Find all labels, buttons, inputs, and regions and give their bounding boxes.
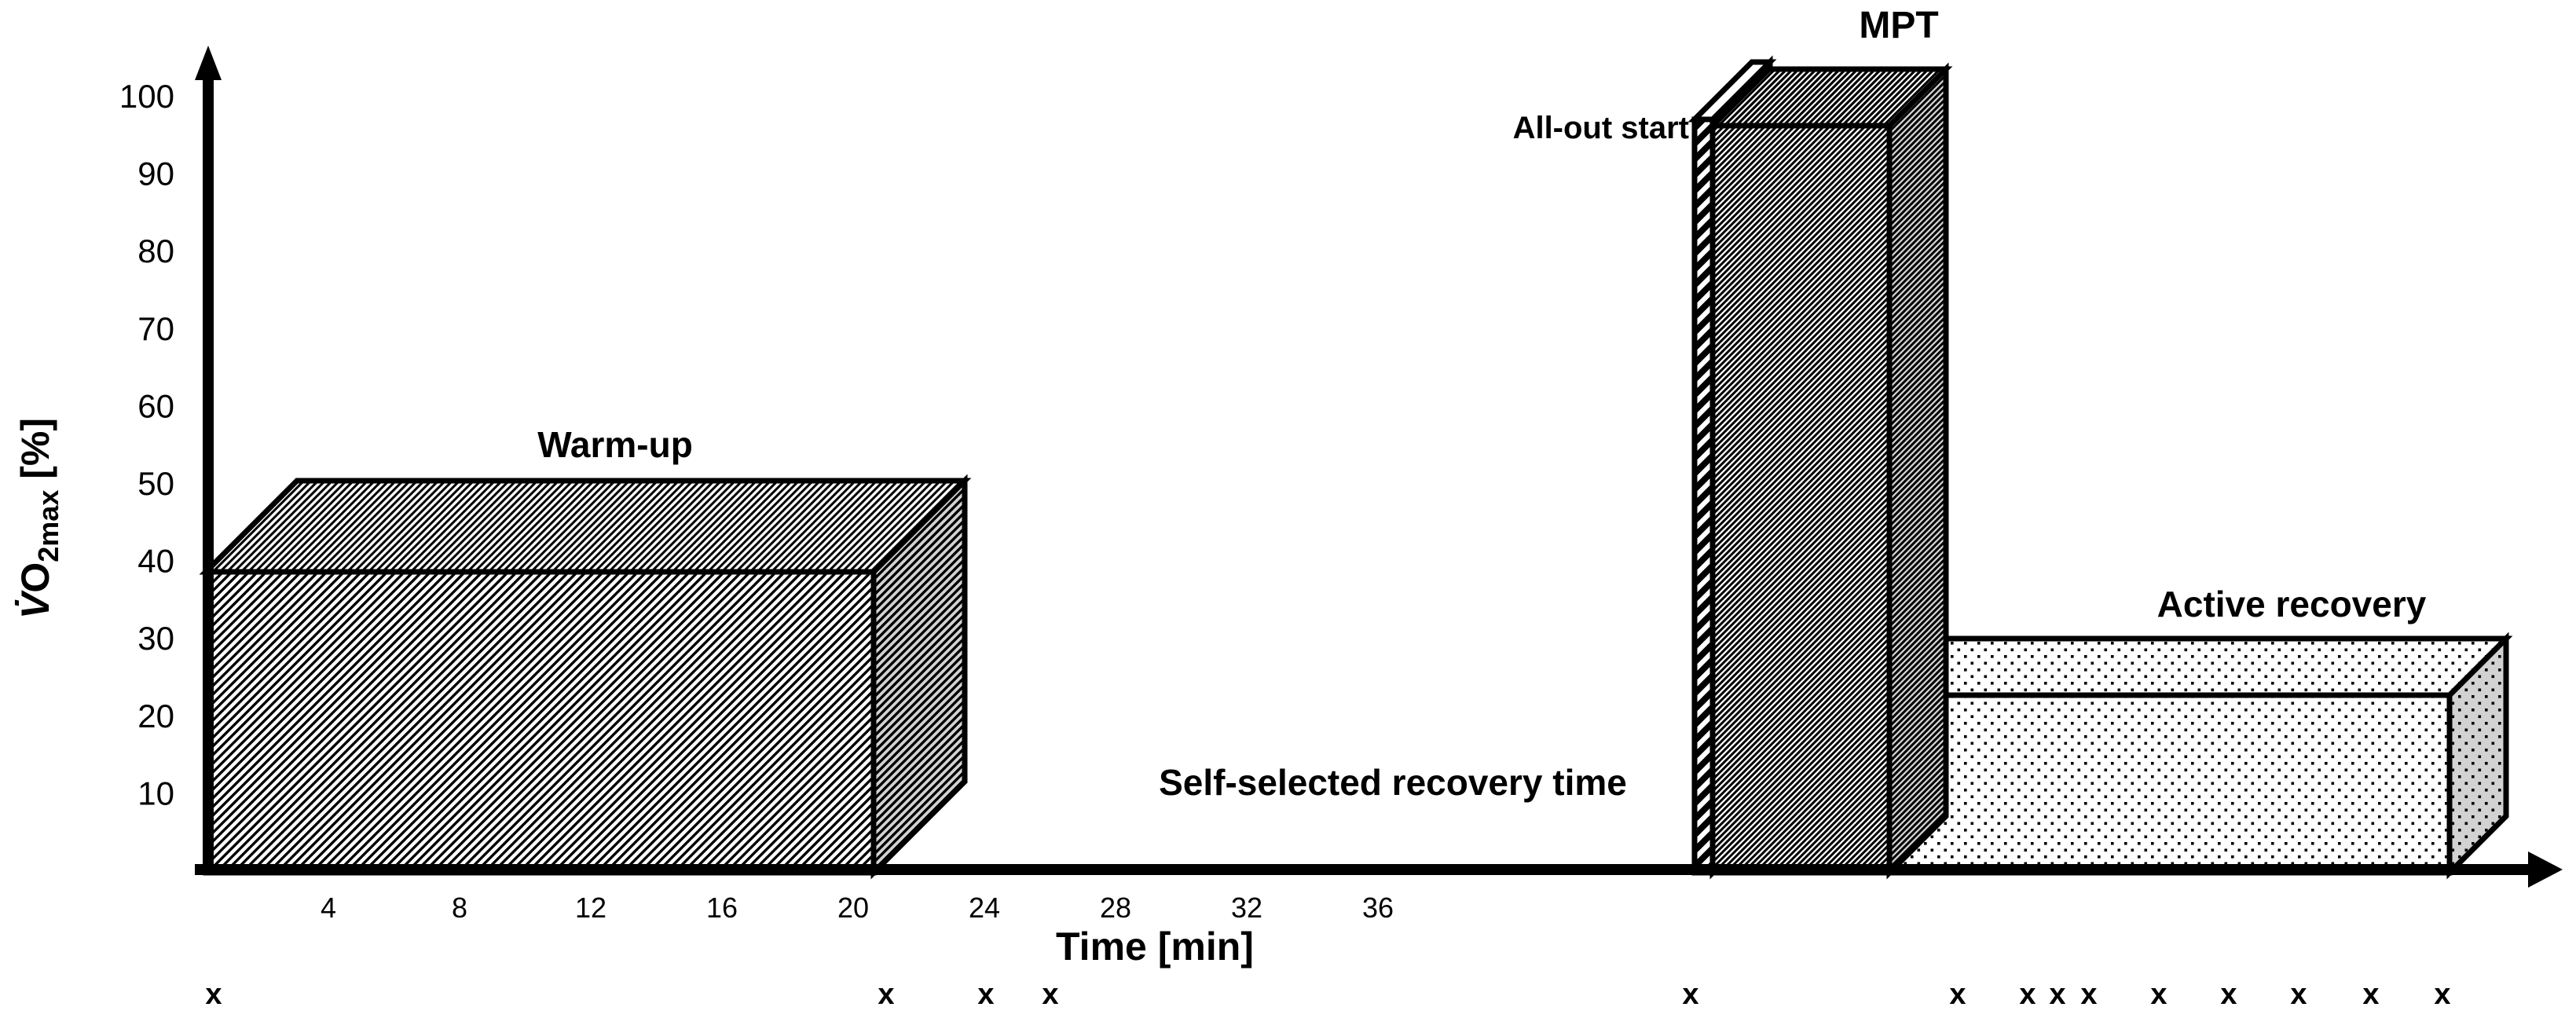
sample-marker-x: x [2019, 978, 2036, 1011]
annotation-self-selected-recovery-time: Self-selected recovery time [1159, 762, 1627, 803]
y-tick-label: 80 [137, 233, 174, 269]
phase-label-active-recovery: Active recovery [2157, 584, 2427, 624]
phase-label-warm-up: Warm-up [537, 424, 693, 465]
sample-marker-x: x [2290, 978, 2307, 1011]
x-tick-label: 28 [1100, 892, 1131, 924]
x-tick-label: 16 [706, 892, 738, 924]
x-tick-label: 32 [1231, 892, 1262, 924]
sample-marker-x: x [878, 978, 894, 1011]
y-tick-label: 20 [137, 698, 174, 734]
y-tick-label: 50 [137, 465, 174, 502]
sample-marker-x: x [2150, 978, 2167, 1011]
y-axis-arrowhead [195, 46, 222, 80]
sample-marker-x: x [1949, 978, 1966, 1011]
y-tick-label: 10 [137, 774, 174, 811]
sample-marker-x: x [2434, 978, 2450, 1011]
box-side-face [1886, 62, 1949, 880]
sample-marker-x: x [2080, 978, 2097, 1011]
sample-marker-x: x [1682, 978, 1698, 1011]
y-tick-label: 90 [137, 156, 174, 192]
sample-marker-x: x [2049, 978, 2065, 1011]
x-tick-label: 20 [837, 892, 869, 924]
x-tick-label: 24 [969, 892, 1000, 924]
x-axis-arrowhead [2528, 851, 2563, 888]
phase-label-all-out-start: All-out start [1513, 111, 1689, 145]
sample-marker-x: x [977, 978, 994, 1011]
x-tick-label: 8 [452, 892, 467, 924]
sample-marker-x: x [2362, 978, 2379, 1011]
sample-marker-x: x [2220, 978, 2237, 1011]
box-top-face [1882, 635, 2513, 698]
sample-marker-x: x [1042, 978, 1058, 1011]
box-top-face [199, 478, 972, 575]
y-tick-label: 40 [137, 543, 174, 580]
x-tick-label: 4 [321, 892, 336, 924]
phase-label-mpt: MPT [1859, 5, 1938, 46]
box-front-face [1709, 123, 1893, 876]
box-front-face [1886, 692, 2453, 876]
y-tick-label: 30 [137, 620, 174, 657]
phase-box-warm-up [199, 474, 972, 880]
phase-box-active-recovery [1882, 632, 2513, 880]
x-tick-label: 36 [1362, 892, 1394, 924]
x-axis-title: Time [min] [1056, 925, 1254, 969]
sample-marker-x: x [205, 978, 222, 1011]
y-tick-label: 70 [137, 310, 174, 347]
box-front-face [203, 569, 877, 876]
phase-box-mpt [1706, 62, 1953, 880]
y-tick-label: 100 [119, 78, 174, 115]
y-tick-label: 60 [137, 387, 174, 424]
x-tick-label: 12 [575, 892, 606, 924]
y-axis-title: V̇O2max [%] [13, 418, 64, 619]
